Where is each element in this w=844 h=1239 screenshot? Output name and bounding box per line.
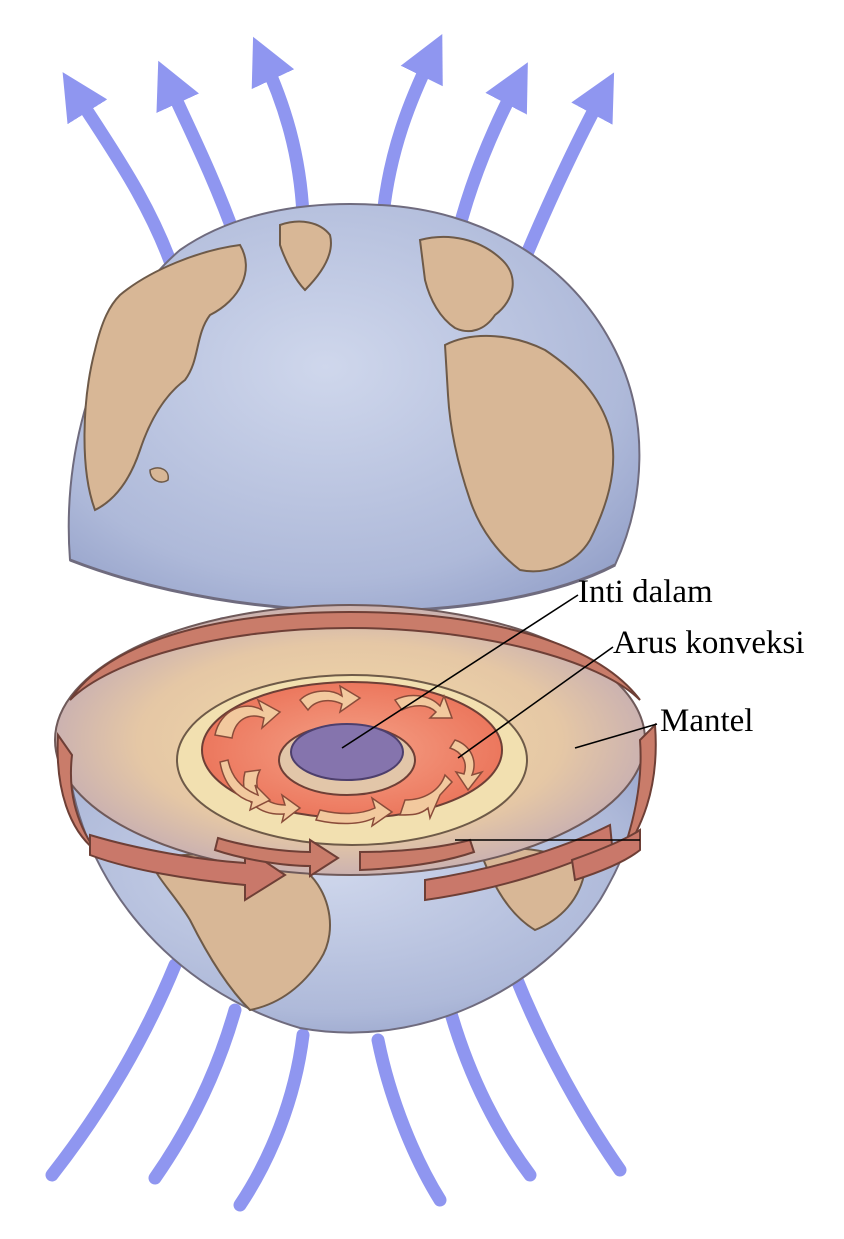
rotation-arrow-icon [213, 836, 340, 878]
ring-arrows [213, 836, 476, 878]
field-arrow-up-icon [511, 72, 615, 282]
field-line [508, 968, 627, 1177]
field-arrow-up-icon [156, 60, 244, 249]
lower-hemisphere [54, 604, 657, 1034]
field-lines-bottom [45, 958, 627, 1212]
label-inner-core: Inti dalam [578, 574, 713, 610]
rotation-arrow-icon [89, 833, 287, 902]
land-greenland [279, 220, 332, 292]
upper-hemisphere [67, 203, 641, 613]
convection-arrow-icon [214, 698, 282, 739]
land-africa [443, 335, 615, 573]
field-line [233, 1028, 310, 1212]
field-arrow-up-icon [251, 36, 310, 222]
convection-arrow-icon [298, 684, 362, 714]
convection-arrow-icon [219, 759, 272, 812]
field-line [371, 1033, 447, 1207]
rotation-arrow-icon [570, 828, 641, 882]
field-line [443, 1003, 537, 1182]
land-north-america [83, 243, 247, 512]
inner-core [290, 723, 404, 781]
land-europe [418, 235, 514, 333]
leader-convection [457, 646, 614, 759]
convection-cells [214, 684, 485, 828]
land-islands [149, 467, 169, 483]
convection-arrow-icon [314, 796, 394, 828]
rotation-arrow-icon [359, 838, 476, 872]
convection-arrow-icon [398, 773, 454, 821]
rotation-arrows [89, 823, 641, 902]
field-arrow-up-icon [376, 33, 443, 222]
field-line [148, 1003, 242, 1185]
rotation-band [56, 610, 657, 861]
leader-inner-core [341, 594, 579, 749]
leader-lines [341, 594, 658, 841]
label-convection-currents: Arus konveksi [613, 625, 805, 661]
rotation-band-top [69, 610, 641, 701]
field-line [45, 958, 182, 1182]
label-mantle: Mantel [660, 703, 754, 739]
field-arrow-up-icon [62, 72, 182, 282]
leader-mantle [574, 723, 658, 749]
convection-arrow-icon [393, 693, 454, 719]
